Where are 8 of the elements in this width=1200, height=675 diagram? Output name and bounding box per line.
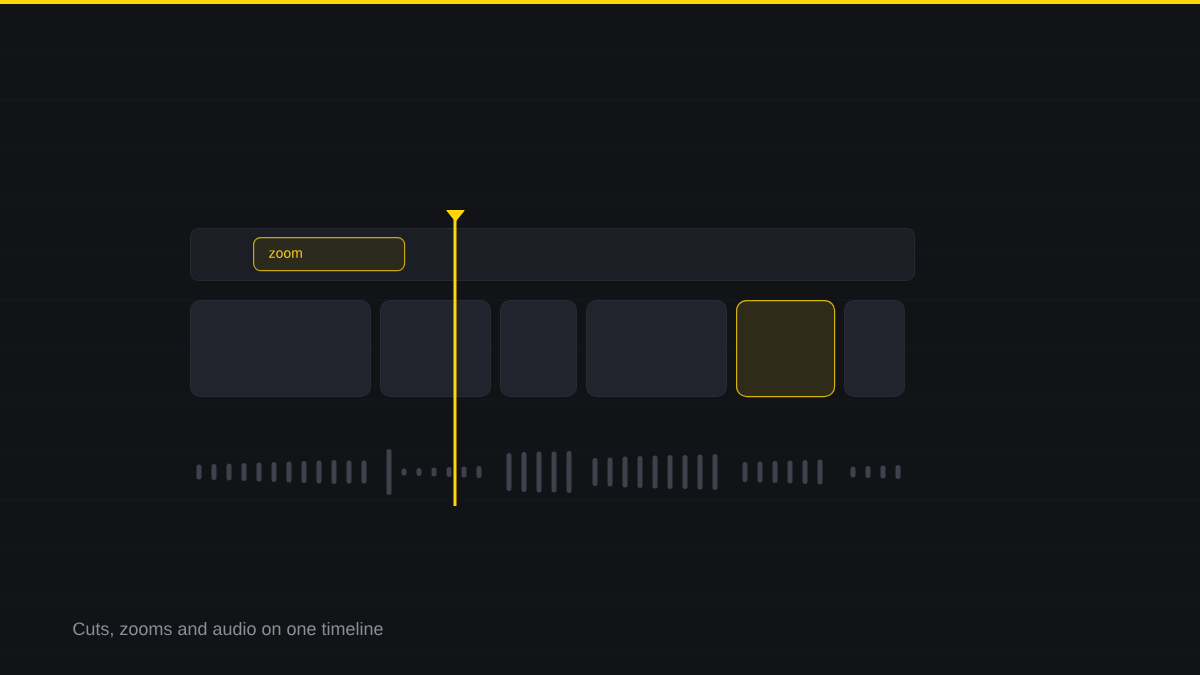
- clip-block: [500, 300, 577, 397]
- caption: Cuts, zooms and audio on one timeline: [73, 621, 383, 638]
- clip-block: [380, 300, 491, 397]
- clip-block: [190, 300, 371, 397]
- clip-block: [586, 300, 727, 397]
- clip-block: [844, 300, 905, 397]
- zoom-clip: zoom: [253, 237, 406, 272]
- clip-block: [736, 300, 836, 398]
